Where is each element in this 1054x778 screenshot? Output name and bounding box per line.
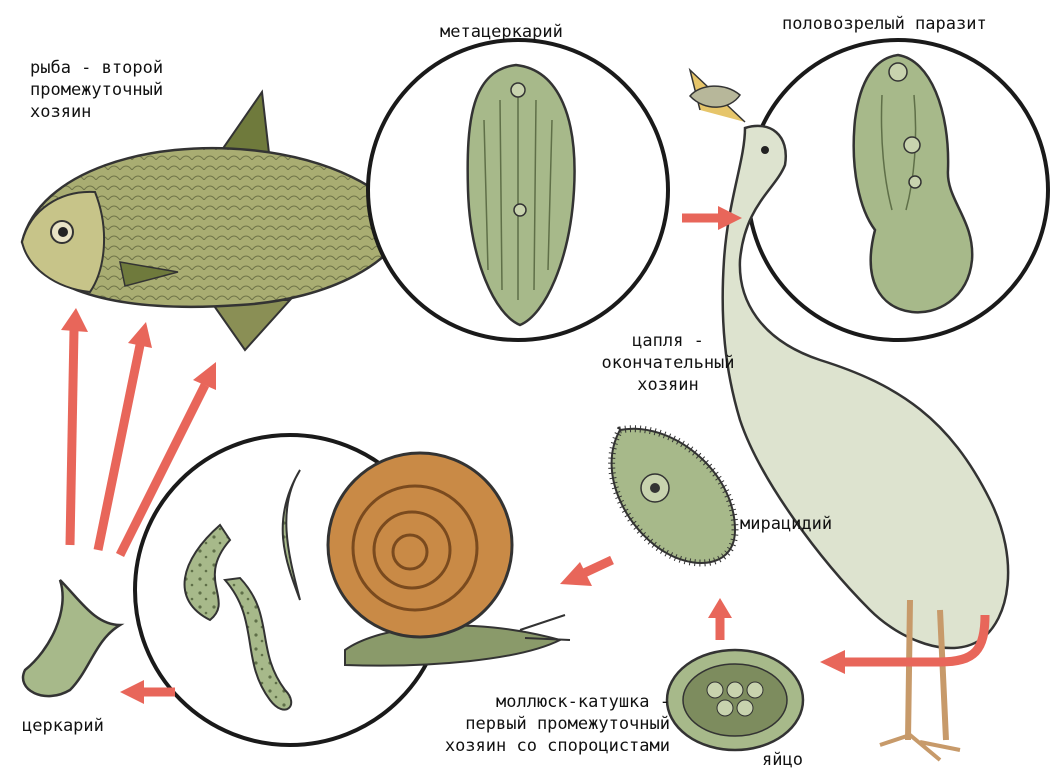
egg-label: яйцо — [762, 749, 803, 771]
fish-label-line-3: хозяин — [30, 101, 163, 123]
metacercaria-label: метацеркарий — [440, 21, 563, 43]
miracidium-label: мирацидий — [740, 513, 832, 535]
snail-label-line-1: моллюск-катушка - — [410, 691, 670, 713]
fish-label-line-2: промежуточный — [30, 79, 163, 101]
heron-label-line-1: цапля - — [598, 330, 738, 352]
arrow-to-snail — [582, 560, 612, 574]
heron-label: цапля - окончательный хозяин — [598, 330, 738, 396]
arrow-up-1 — [70, 330, 74, 545]
arrow-egg-up-head — [708, 598, 732, 618]
arrow-to-egg-head — [820, 650, 845, 674]
adult-parasite-circle — [748, 40, 1048, 340]
arrow-to-cercaria-head — [120, 680, 144, 704]
adult-parasite-label: половозрелый паразит — [782, 13, 987, 35]
fish-label: рыба - второй промежуточный хозяин — [30, 57, 163, 123]
heron-label-line-3: хозяин — [598, 374, 738, 396]
snail-label-line-2: первый промежуточный — [410, 713, 670, 735]
snail-label: моллюск-катушка - первый промежуточный х… — [410, 691, 670, 757]
miracidium — [612, 429, 735, 563]
arrow-up-2-head — [128, 322, 152, 348]
cercaria — [23, 580, 120, 696]
arrow-up-1-head — [61, 308, 88, 332]
fish-label-line-1: рыба - второй — [30, 57, 163, 79]
heron-label-line-2: окончательный — [598, 352, 738, 374]
snail-label-line-3: хозяин со спороцистами — [410, 735, 670, 757]
metacercaria-circle — [368, 40, 668, 340]
cercaria-label: церкарий — [22, 715, 104, 737]
egg — [667, 650, 803, 750]
